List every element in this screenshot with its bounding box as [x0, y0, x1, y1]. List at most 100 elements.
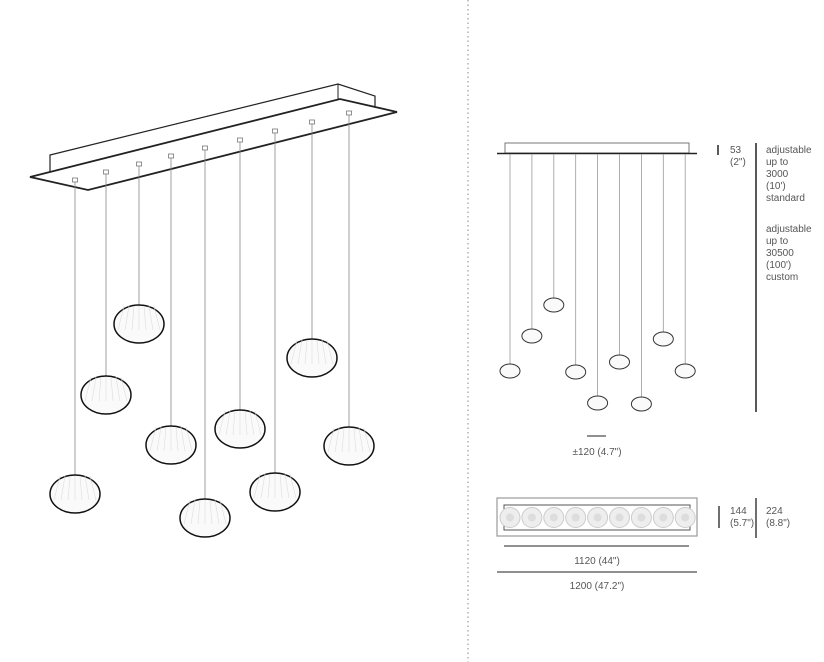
outer-depth-mm: 224 [766, 506, 783, 517]
shade-texture [143, 305, 147, 331]
pendant [179, 145, 231, 538]
standard-cable-label: adjustable up to 3000 (10') standard [766, 145, 812, 205]
shade-texture [185, 426, 193, 452]
shade-texture [124, 305, 130, 331]
canopy-height-in: (2") [730, 157, 746, 168]
pendant [80, 169, 132, 415]
globe-shade [674, 363, 696, 379]
pendant-elevation [587, 154, 609, 411]
ceiling-mount [272, 128, 278, 134]
shade-texture [175, 426, 179, 452]
shade-texture [120, 376, 128, 402]
shade-texture [254, 410, 262, 436]
pendant [323, 110, 375, 466]
shade-texture [60, 475, 66, 501]
ceiling-mount [168, 153, 174, 159]
shade-texture [279, 473, 283, 499]
globe-plan-center [681, 513, 690, 522]
canopy-plate [29, 98, 398, 191]
globe-plan-center [659, 513, 668, 522]
shade-texture [156, 426, 162, 452]
inner-depth-mm: 144 [730, 506, 747, 517]
pendant-elevation [543, 154, 565, 313]
pendant-elevation [521, 154, 543, 344]
pendant [249, 128, 301, 512]
pendant [113, 161, 165, 344]
shade-texture [153, 305, 161, 331]
elevation-view [497, 142, 757, 437]
text-line: 30500 [766, 248, 794, 259]
shade-texture [53, 475, 61, 501]
shade-texture [297, 339, 303, 365]
shade-texture [363, 427, 371, 453]
shade-texture [321, 339, 327, 365]
shade-texture [244, 410, 248, 436]
shade-texture [98, 376, 102, 402]
shade-texture [197, 499, 201, 525]
shade-texture [334, 427, 340, 453]
inner-depth-in: (5.7") [730, 518, 755, 529]
ceiling-mount [72, 177, 78, 183]
ceiling-mount [103, 169, 109, 175]
canopy-height-mm: 53 [730, 145, 742, 156]
custom-cable-label: adjustable up to 30500 (100') custom [766, 224, 812, 284]
shade-texture [218, 410, 226, 436]
shade-texture [284, 473, 290, 499]
outer-length-label: 1200 (47.2") [569, 581, 625, 592]
shade-texture [358, 427, 364, 453]
globe-shade [521, 328, 543, 344]
shade-texture [219, 499, 227, 525]
pendant-elevation [565, 154, 587, 380]
text-line: adjustable [766, 224, 812, 235]
shade-texture [253, 473, 261, 499]
shade-texture [232, 410, 236, 436]
ceiling-mount [309, 119, 315, 125]
shade-texture [225, 410, 231, 436]
globe-shade [652, 331, 674, 347]
shade-texture [316, 339, 320, 365]
shade-texture [115, 376, 121, 402]
shade-texture [163, 426, 167, 452]
globe-shade [543, 297, 565, 313]
shade-texture [89, 475, 97, 501]
pendant-elevation [630, 154, 652, 412]
text-line: custom [766, 272, 799, 283]
shade-texture [79, 475, 83, 501]
pendant [286, 119, 338, 378]
shade-texture [148, 305, 154, 331]
text-line: (100') [766, 260, 792, 271]
shade-texture [84, 376, 92, 402]
text-line: up to [766, 157, 789, 168]
shade-texture [67, 475, 71, 501]
ceiling-mount [237, 137, 243, 143]
shade-texture [214, 499, 220, 525]
text-line: up to [766, 236, 789, 247]
outer-depth-label: 224 (8.8") [766, 506, 790, 530]
pendant [49, 177, 101, 514]
shade-texture [110, 376, 114, 402]
shade-texture [249, 410, 255, 436]
canopy-height-label: 53 (2") [730, 145, 746, 169]
text-line: adjustable [766, 145, 812, 156]
text-line: 3000 [766, 169, 789, 180]
drop-variance-label: ±120 (4.7") [572, 447, 622, 458]
pendant-elevation [499, 154, 521, 379]
shade-texture [304, 339, 308, 365]
globe-plan-center [615, 513, 624, 522]
shade-texture [341, 427, 345, 453]
text-line: standard [766, 193, 805, 204]
inner-length-label: 1120 (44") [574, 556, 620, 567]
pendant [145, 153, 197, 465]
pendant [214, 137, 266, 449]
globe-shade [565, 364, 587, 380]
shade-texture [190, 499, 196, 525]
globe-plan-center [549, 513, 558, 522]
inner-depth-label: 144 (5.7") [730, 506, 754, 530]
shade-texture [326, 339, 334, 365]
globe-shade [587, 395, 609, 411]
globe-shade [499, 363, 521, 379]
shade-texture [84, 475, 90, 501]
globe-shade [630, 396, 652, 412]
text-line: (10') [766, 181, 786, 192]
